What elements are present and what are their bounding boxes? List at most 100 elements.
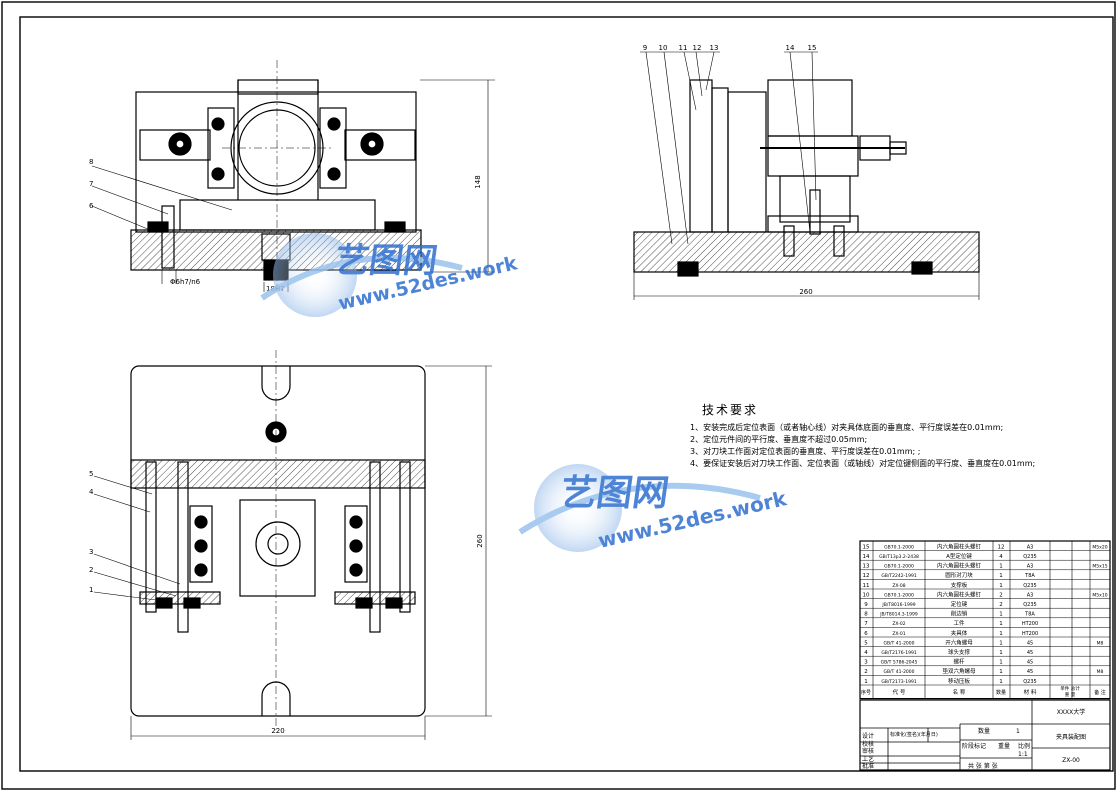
watermark-globe-icon — [534, 464, 622, 552]
bom-code: GB/T2176-1991 — [881, 650, 917, 656]
bom-qty: 1 — [999, 640, 1003, 646]
tech-item-2: 2、定位元件间的平行度、垂直度不超过0.05mm; — [690, 435, 868, 444]
dim-top-width: 220 — [271, 727, 284, 735]
watermark-globe-icon — [273, 233, 357, 317]
bom-material: 45 — [1027, 650, 1033, 656]
top-view — [130, 350, 426, 730]
inner-border — [19, 16, 1114, 772]
bom-header-name: 名 称 — [953, 688, 966, 696]
bom-material: T8A — [1024, 573, 1035, 579]
side-view-dimensions — [633, 51, 980, 300]
dim-pin-fit: Φ6h7/n6 — [170, 278, 201, 286]
bom-material: T8A — [1024, 612, 1035, 618]
drawing-title: 夹具装配图 — [1056, 733, 1086, 741]
bom-material: 45 — [1027, 669, 1033, 675]
bom-qty: 12 — [998, 544, 1005, 550]
bom-name: 移动压板 — [948, 677, 971, 685]
bom-frame — [859, 540, 1111, 700]
bom-code: GB/T2242-1991 — [881, 573, 917, 579]
top-callouts: 5 4 3 2 1 — [89, 470, 94, 594]
dim-side-width: 260 — [799, 288, 812, 296]
svg-text:艺图网: 艺图网 — [558, 471, 672, 514]
bom-name: 球头支撑 — [948, 648, 971, 656]
title-block — [859, 699, 1111, 771]
bom-name: 圆形对刀块 — [945, 571, 973, 579]
bom-code: GB70.1-2000 — [884, 564, 914, 570]
side-view — [633, 79, 980, 277]
dim-top-height: 260 — [476, 534, 484, 547]
tech-title: 技术要求 — [702, 403, 759, 417]
bom-qty: 1 — [999, 660, 1003, 666]
bom-name: 削边销 — [951, 610, 968, 618]
svg-text:6: 6 — [89, 202, 94, 210]
bom-name: 内六角圆柱头螺钉 — [937, 562, 982, 570]
bom-header-note: 备 注 — [1094, 689, 1106, 696]
svg-text:13: 13 — [710, 44, 719, 52]
svg-text:9: 9 — [643, 44, 647, 52]
bom-name: A型定位键 — [946, 552, 972, 560]
bom-qty: 1 — [999, 583, 1003, 589]
bom-qty: 1 — [999, 669, 1003, 675]
bom-qty: 2 — [999, 592, 1003, 598]
bom-note: M5x10 — [1092, 592, 1107, 598]
technical-requirements: 技术要求 1、安装完成后定位表面（或者轴心线）对夹具体底面的垂直度、平行度误差在… — [690, 401, 1110, 470]
bom-material: Q235 — [1023, 583, 1036, 589]
title-block-text: XXXX大学 夹具装配图 ZX-00 数量 1 阶段标记 重量 比例 1:1 共… — [862, 708, 1086, 770]
svg-text:1:1: 1:1 — [1018, 751, 1028, 758]
svg-text:工艺: 工艺 — [862, 755, 874, 763]
svg-text:12: 12 — [693, 44, 702, 52]
bom-no: 4 — [864, 650, 868, 656]
bom-qty: 4 — [999, 554, 1003, 560]
bom-header-qty: 数量 — [996, 689, 1006, 696]
svg-text:15: 15 — [808, 44, 817, 52]
bom-no: 5 — [864, 640, 868, 646]
bom-name: 定位键 — [951, 600, 968, 608]
bom-no: 1 — [864, 679, 868, 685]
bom-qty: 1 — [999, 650, 1003, 656]
bom-name: 内六角圆柱头螺钉 — [937, 590, 982, 598]
bom-material: Q235 — [1023, 554, 1036, 560]
bom-code: GB/T 41-2000 — [883, 640, 914, 646]
bom-note: M5x20 — [1092, 544, 1107, 550]
bom-code: GB/T 5786-2045 — [881, 660, 918, 666]
bom-qty: 1 — [999, 612, 1003, 618]
bom-code: GB70.1-2000 — [884, 544, 914, 550]
bom-header-unit: 单件 总计 — [1060, 685, 1080, 692]
svg-text:共 张 第 张: 共 张 第 张 — [968, 762, 998, 770]
bom-name: 内六角圆柱头螺钉 — [937, 542, 982, 550]
svg-text:标准化(签名)(年月日): 标准化(签名)(年月日) — [890, 731, 938, 738]
bom-no: 11 — [863, 583, 870, 589]
bom-note: M5x15 — [1092, 564, 1107, 570]
bom-material: 45 — [1027, 640, 1033, 646]
school-name: XXXX大学 — [1057, 708, 1085, 716]
bom-name: 夹具体 — [951, 629, 968, 637]
svg-text:校核: 校核 — [862, 740, 874, 748]
bom-qty: 1 — [999, 564, 1003, 570]
svg-text:设计: 设计 — [862, 732, 874, 740]
bom-no: 2 — [864, 669, 868, 675]
bom-no: 7 — [864, 621, 868, 627]
bom-code: JB/T8016-1999 — [881, 602, 915, 608]
bom-no: 12 — [863, 573, 870, 579]
bom-no: 10 — [863, 592, 870, 598]
svg-text:10: 10 — [659, 44, 668, 52]
bom-header-weight: 重 量 — [1065, 691, 1076, 698]
bom-code: JB/T8014.3-1999 — [879, 612, 918, 618]
svg-text:4: 4 — [89, 488, 94, 496]
svg-text:1: 1 — [1016, 728, 1020, 735]
bom-qty: 1 — [999, 573, 1003, 579]
bom-no: 8 — [864, 612, 868, 618]
bom-no: 6 — [864, 631, 868, 637]
bom-material: HT200 — [1022, 621, 1038, 627]
svg-text:3: 3 — [89, 548, 93, 556]
svg-text:11: 11 — [679, 44, 688, 52]
svg-text:比例: 比例 — [1018, 742, 1030, 750]
bom-no: 13 — [863, 564, 870, 570]
bom-header-code: 代 号 — [893, 688, 906, 696]
bom-qty: 1 — [999, 621, 1003, 627]
tech-item-1: 1、安装完成后定位表面（或者轴心线）对夹具体底面的垂直度、平行度误差在0.01m… — [690, 423, 1004, 432]
bom-qty: 1 — [999, 631, 1003, 637]
bom-no: 15 — [863, 544, 870, 550]
